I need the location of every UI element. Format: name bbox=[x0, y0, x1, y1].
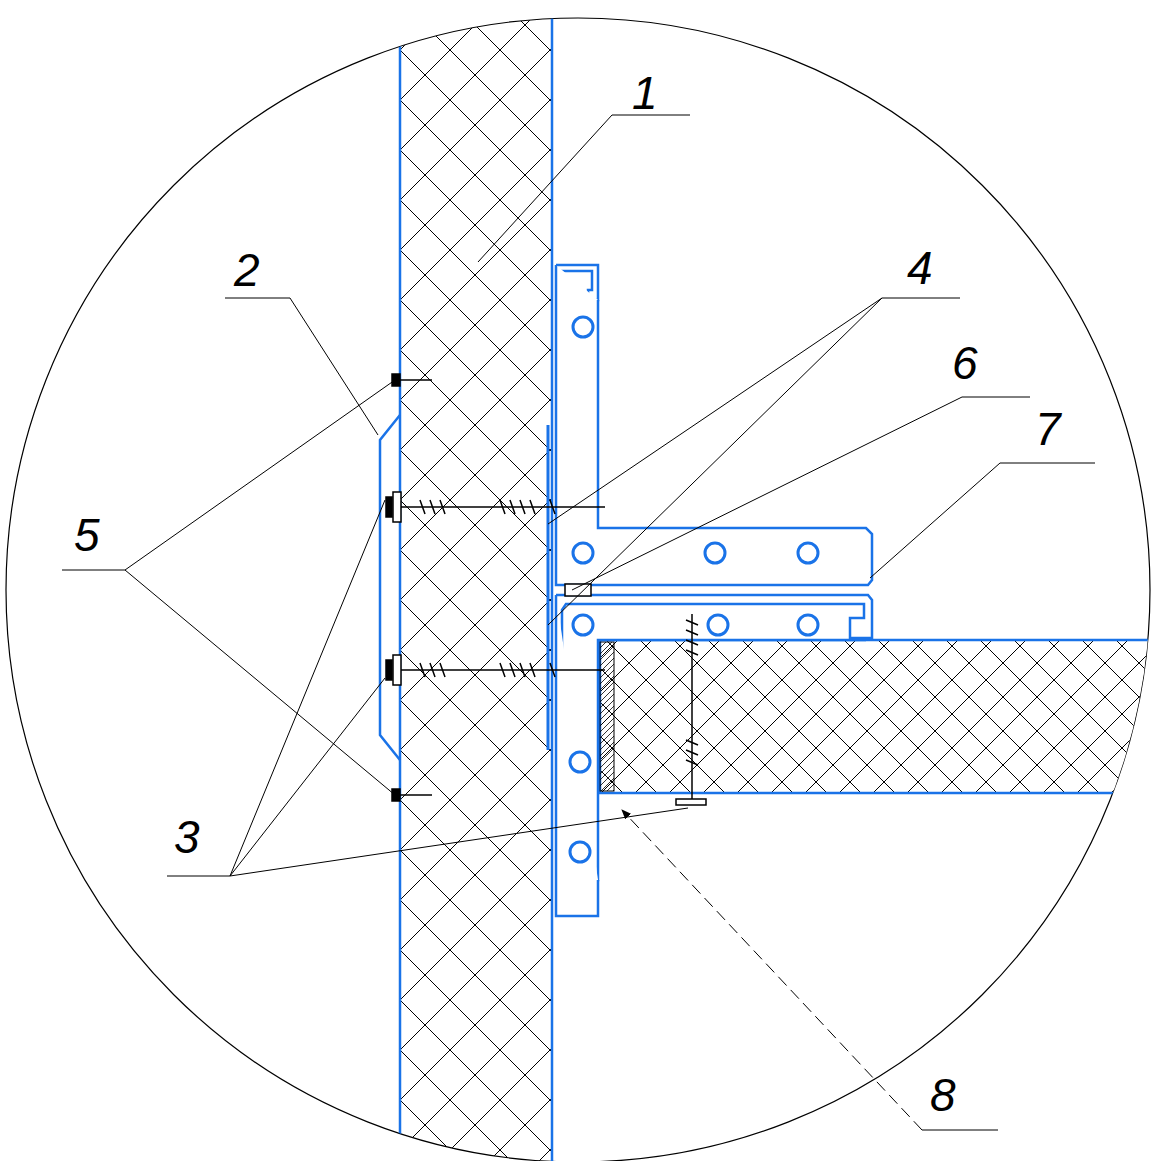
flashing-plate bbox=[380, 415, 400, 760]
leader-lines bbox=[62, 115, 1095, 1130]
profile bbox=[556, 265, 872, 916]
callout-number: 1 bbox=[630, 70, 660, 116]
callout-number: 5 bbox=[72, 512, 102, 558]
callout-number: 7 bbox=[1033, 406, 1063, 452]
callout-number: 3 bbox=[172, 814, 202, 860]
wall-insulation bbox=[400, 0, 552, 1161]
bolt-holes bbox=[570, 317, 818, 862]
callout-number: 2 bbox=[232, 247, 262, 293]
fasteners bbox=[386, 374, 706, 805]
detail-circle bbox=[6, 18, 1150, 1161]
callout-number: 6 bbox=[950, 340, 980, 386]
callout-number: 4 bbox=[905, 245, 935, 291]
callout-number: 8 bbox=[928, 1072, 958, 1118]
sandwich-panel bbox=[600, 640, 1153, 793]
